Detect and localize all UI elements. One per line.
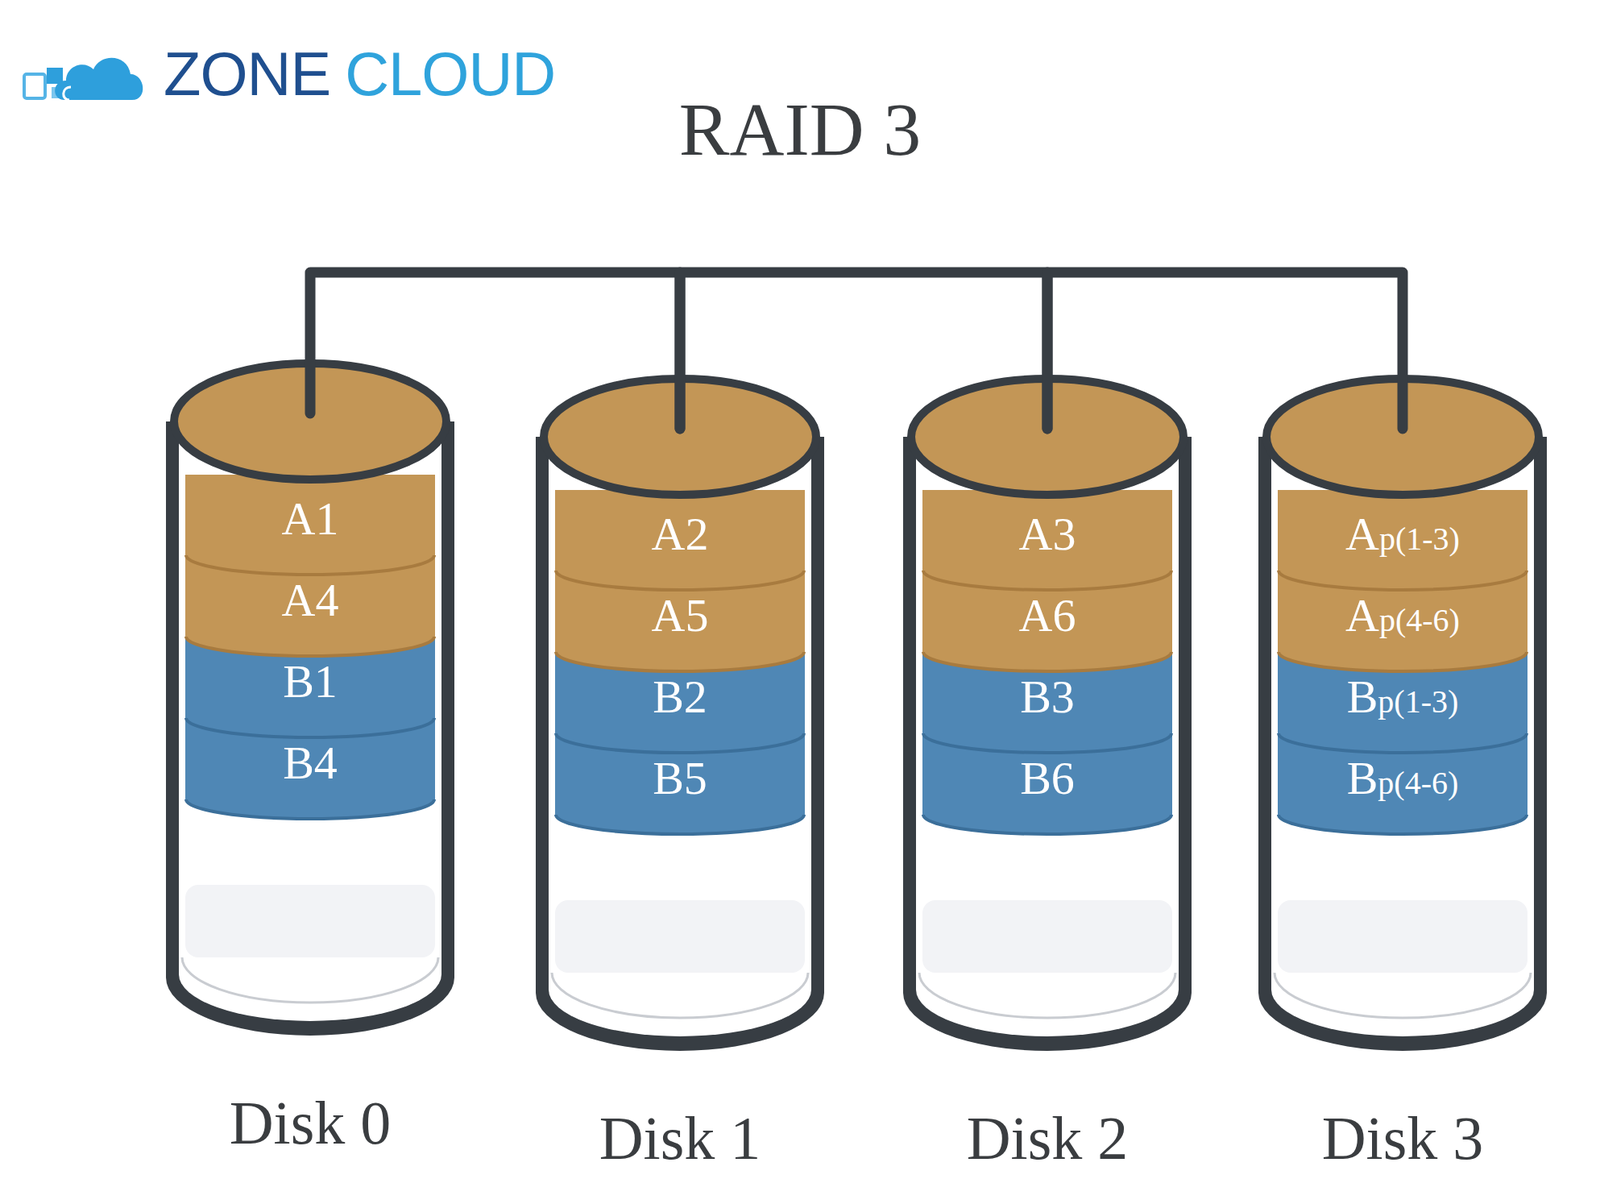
brand-text: CLOUD bbox=[344, 35, 556, 113]
cylinder-floor bbox=[185, 884, 436, 958]
cloud-logo bbox=[22, 41, 152, 115]
disk-cap bbox=[898, 372, 1197, 1066]
block-label: B3 bbox=[922, 670, 1173, 724]
cylinder-floor bbox=[555, 899, 805, 973]
block-label: A4 bbox=[185, 573, 436, 627]
data-block: Ap(1-3) bbox=[1277, 489, 1528, 592]
cylinder-floor bbox=[922, 899, 1173, 973]
disk-label: Disk 3 bbox=[1221, 1097, 1584, 1178]
platter-edge bbox=[1278, 814, 1527, 834]
block-label: A1 bbox=[185, 492, 436, 546]
platter-body bbox=[185, 718, 436, 819]
data-block: A1 bbox=[185, 474, 436, 577]
block-label: A5 bbox=[555, 588, 805, 643]
data-block: A2 bbox=[555, 489, 805, 592]
platter-edge bbox=[186, 799, 435, 819]
platter-body bbox=[185, 555, 436, 656]
logo-square bbox=[24, 74, 46, 99]
platter-edge bbox=[923, 814, 1172, 834]
cylinder-floor bbox=[1277, 899, 1528, 973]
block-label: A2 bbox=[555, 507, 805, 561]
platter-body bbox=[1277, 652, 1528, 753]
cylinder-wall bbox=[165, 421, 455, 1036]
brand-wordmark: ZONECLOUD bbox=[163, 35, 556, 113]
platter-body bbox=[922, 489, 1173, 590]
platter-body bbox=[185, 637, 436, 738]
block-label: B5 bbox=[555, 751, 805, 805]
disk-label: Disk 2 bbox=[866, 1097, 1229, 1178]
logo-square bbox=[46, 67, 63, 84]
cylinder-inside bbox=[1271, 436, 1534, 1037]
disk-label: Disk 0 bbox=[128, 1081, 492, 1163]
block-label: Ap(4-6) bbox=[1277, 588, 1528, 647]
cylinder-floor-line bbox=[1274, 972, 1531, 1018]
cylinder-top bbox=[911, 378, 1184, 495]
platter-body bbox=[555, 652, 805, 753]
disk-cap bbox=[530, 372, 830, 1066]
block-label: B6 bbox=[922, 751, 1173, 805]
platter-body bbox=[1277, 489, 1528, 590]
cylinder-floor-line bbox=[182, 957, 439, 1003]
disk-label: Disk 1 bbox=[498, 1097, 862, 1178]
platter-body bbox=[1277, 733, 1528, 834]
platter-body bbox=[922, 571, 1173, 672]
platter-body bbox=[922, 652, 1173, 753]
platter-body bbox=[555, 489, 805, 590]
logo-cloud bbox=[54, 58, 143, 100]
platter-body bbox=[1277, 571, 1528, 672]
brand-text: ZONE bbox=[163, 35, 331, 113]
logo-cloud-line bbox=[63, 87, 71, 100]
block-label: A6 bbox=[922, 588, 1173, 643]
data-block: A3 bbox=[922, 489, 1173, 592]
block-label: B1 bbox=[185, 654, 436, 709]
platter-body bbox=[555, 733, 805, 834]
platter-body bbox=[185, 474, 436, 575]
block-label: Ap(1-3) bbox=[1277, 507, 1528, 566]
cylinder-top bbox=[1266, 378, 1539, 495]
cylinder-inside bbox=[548, 436, 812, 1037]
cylinder-wall bbox=[535, 436, 825, 1051]
disk-node: Disk 2A3A6B3B6 bbox=[898, 372, 1197, 1178]
disk-cap bbox=[1253, 372, 1552, 1066]
block-label: Bp(1-3) bbox=[1277, 670, 1528, 729]
block-label: B4 bbox=[185, 736, 436, 790]
block-label: A3 bbox=[922, 507, 1173, 561]
platter-edge bbox=[555, 814, 805, 834]
disk-node: Disk 0A1A4B1B4 bbox=[161, 356, 460, 1163]
cylinder-wall bbox=[1258, 436, 1547, 1051]
cylinder-floor-line bbox=[919, 972, 1176, 1018]
cylinder-inside bbox=[916, 436, 1179, 1037]
platter-body bbox=[555, 571, 805, 672]
disk-node: Disk 1A2A5B2B5 bbox=[530, 372, 830, 1178]
disk-cap bbox=[161, 356, 460, 1050]
cylinder-floor-line bbox=[551, 972, 809, 1018]
cylinder-top bbox=[174, 363, 447, 480]
cylinder-top bbox=[543, 378, 817, 495]
disk-node: Disk 3Ap(1-3)Ap(4-6)Bp(1-3)Bp(4-6) bbox=[1253, 372, 1552, 1178]
block-label: B2 bbox=[555, 670, 805, 724]
block-label: Bp(4-6) bbox=[1277, 751, 1528, 810]
cylinder-wall bbox=[903, 436, 1192, 1051]
platter-body bbox=[922, 733, 1173, 834]
cylinder-inside bbox=[178, 421, 442, 1021]
